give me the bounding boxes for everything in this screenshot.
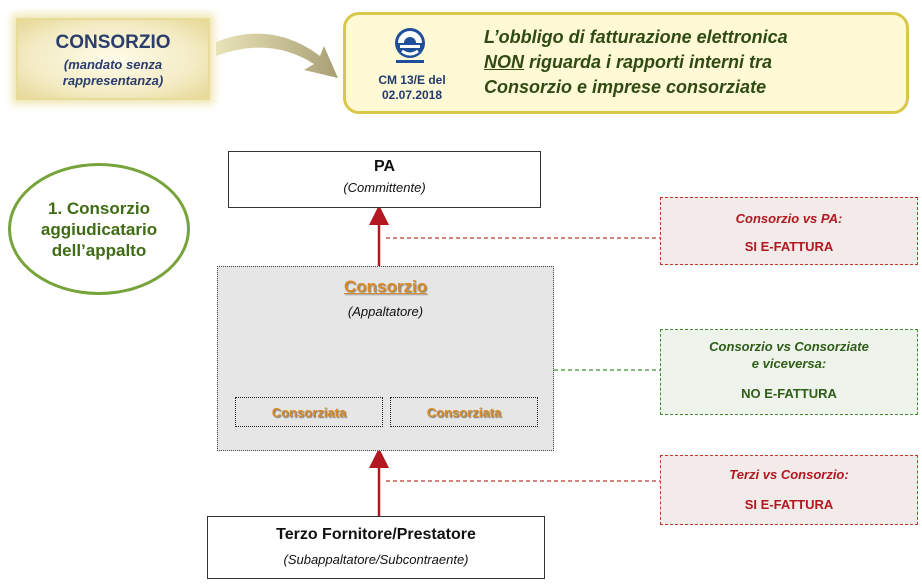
case-label: 1. Consorzio aggiudicatario dell’appalto — [41, 198, 157, 261]
reference-line1: CM 13/E del — [378, 73, 446, 87]
note-consorzio-vs-consorziate: Consorzio vs Consorziate e viceversa: NO… — [660, 329, 918, 415]
notice-line1: L’obbligo di fatturazione elettronica — [484, 27, 788, 47]
consorziata-node-left: Consorziata — [235, 397, 383, 427]
circular-reference: CM 13/E del 02.07.2018 — [358, 73, 466, 103]
consorzio-mandate-box: CONSORZIO (mandato senza rappresentanza) — [16, 18, 210, 100]
consorzio-group-node: Consorzio (Appaltatore) Consorziata Cons… — [217, 266, 554, 451]
terzo-subtitle: (Subappaltatore/Subcontraente) — [283, 552, 469, 567]
consorzio-title: CONSORZIO — [55, 32, 171, 53]
note-pa-question: Consorzio vs PA: — [735, 211, 843, 226]
note-pa-answer: SI E-FATTURA — [744, 239, 834, 254]
note-terzi-vs-consorzio: Terzi vs Consorzio: SI E-FATTURA — [660, 455, 918, 525]
note-cons-question-line2: e viceversa: — [751, 356, 827, 371]
note-cons-answer: NO E-FATTURA — [741, 386, 837, 401]
agenzia-entrate-logo-icon — [390, 25, 430, 65]
note-terzi-question: Terzi vs Consorzio: — [729, 467, 849, 482]
consorzio-group-title: Consorzio — [343, 277, 428, 296]
case-label-line2: aggiudicatario — [40, 219, 158, 239]
terzo-title: Terzo Fornitore/Prestatore — [276, 526, 476, 543]
notice-line2: NON riguarda i rapporti interni tra — [484, 50, 904, 75]
circular-notice-box: CM 13/E del 02.07.2018 L’obbligo di fatt… — [343, 12, 909, 114]
consorzio-subtitle-line1: (mandato senza — [63, 57, 163, 72]
notice-line3: Consorzio e imprese consorziate — [484, 77, 767, 97]
consorzio-subtitle: (mandato senza rappresentanza) — [18, 57, 208, 89]
note-consorzio-vs-pa: Consorzio vs PA: SI E-FATTURA — [660, 197, 918, 265]
consorziata-node-right: Consorziata — [390, 397, 538, 427]
notice-statement: L’obbligo di fatturazione elettronica NO… — [484, 25, 904, 100]
note-cons-question-line1: Consorzio vs Consorziate — [709, 339, 869, 354]
curved-arrow-icon — [216, 33, 338, 78]
consorzio-group-subtitle: (Appaltatore) — [347, 304, 424, 319]
pa-node: PA (Committente) — [228, 151, 541, 208]
reference-line2: 02.07.2018 — [381, 88, 443, 102]
case-label-line3: dell’appalto — [51, 240, 147, 260]
notice-line2-rest: riguarda i rapporti interni tra — [524, 52, 773, 72]
consorzio-subtitle-line2: rappresentanza) — [62, 73, 164, 88]
pa-title: PA — [373, 158, 396, 175]
notice-emphasis: NON — [484, 52, 524, 72]
terzo-node: Terzo Fornitore/Prestatore (Subappaltato… — [207, 516, 545, 579]
case-label-ellipse: 1. Consorzio aggiudicatario dell’appalto — [8, 163, 190, 295]
case-label-line1: 1. Consorzio — [47, 198, 150, 218]
note-terzi-answer: SI E-FATTURA — [744, 497, 834, 512]
pa-subtitle: (Committente) — [343, 180, 426, 195]
